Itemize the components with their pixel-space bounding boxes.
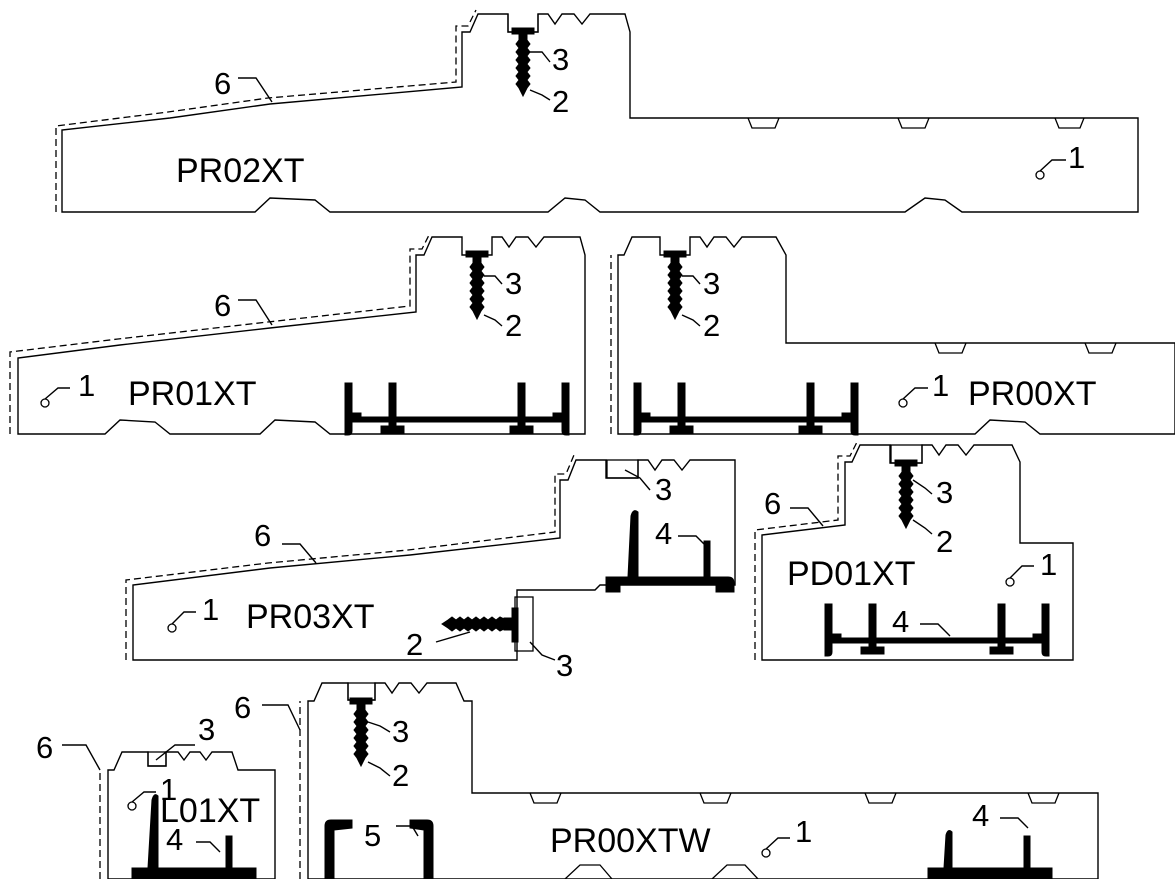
callout-6: 6 bbox=[234, 690, 251, 725]
label-pr03xt: PR03XT bbox=[246, 598, 375, 636]
callout-1: 1 bbox=[932, 368, 949, 403]
label-pr00xt: PR00XT bbox=[968, 375, 1097, 413]
callout-3: 3 bbox=[198, 712, 215, 747]
callout-2: 2 bbox=[936, 524, 953, 559]
callout-3: 3 bbox=[703, 266, 720, 301]
callout-6: 6 bbox=[214, 66, 231, 101]
profile-pr00xtw: PR00XTW 1 3 2 5 4 6 bbox=[234, 682, 1099, 880]
callout-2: 2 bbox=[505, 308, 522, 343]
label-pr02xt: PR02XT bbox=[176, 152, 305, 190]
callout-4: 4 bbox=[166, 822, 183, 857]
profile-pd01xt: PD01XT 1 3 2 4 6 bbox=[754, 439, 1074, 661]
callout-3: 3 bbox=[936, 475, 953, 510]
callout-1: 1 bbox=[202, 592, 219, 627]
profile-pr00xt: PR00XT 1 3 2 bbox=[610, 236, 1175, 436]
label-pr00xtw: PR00XTW bbox=[550, 822, 711, 860]
profile-pr02xt: PR02XT 1 3 2 6 bbox=[55, 9, 1139, 213]
callout-3: 3 bbox=[552, 42, 569, 77]
callout-5: 5 bbox=[364, 818, 381, 853]
callout-3: 3 bbox=[655, 472, 672, 507]
label-pd01xt: PD01XT bbox=[787, 555, 916, 593]
callout-2: 2 bbox=[406, 627, 423, 662]
profile-pr01xt: PR01XT 1 3 2 6 bbox=[9, 232, 586, 436]
callout-1: 1 bbox=[795, 814, 812, 849]
callout-1: 1 bbox=[160, 772, 177, 807]
callout-6: 6 bbox=[764, 486, 781, 521]
callout-3: 3 bbox=[392, 714, 409, 749]
callout-6: 6 bbox=[254, 518, 271, 553]
profile-l01xt: L01XT 1 3 4 6 bbox=[36, 712, 276, 880]
callout-3: 3 bbox=[556, 648, 573, 683]
callout-4: 4 bbox=[972, 798, 989, 833]
callout-1: 1 bbox=[1068, 140, 1085, 175]
callout-1: 1 bbox=[1040, 547, 1057, 582]
profile-pr03xt: PR03XT 1 3 4 2 3 6 bbox=[125, 454, 736, 683]
label-l01xt: L01XT bbox=[160, 792, 260, 830]
callout-1: 1 bbox=[78, 368, 95, 403]
label-pr01xt: PR01XT bbox=[128, 375, 257, 413]
callout-6: 6 bbox=[214, 288, 231, 323]
callout-2: 2 bbox=[703, 308, 720, 343]
callout-4: 4 bbox=[655, 516, 672, 551]
callout-3: 3 bbox=[505, 266, 522, 301]
callout-2: 2 bbox=[392, 758, 409, 793]
callout-2: 2 bbox=[552, 84, 569, 119]
callout-6: 6 bbox=[36, 730, 53, 765]
callout-4: 4 bbox=[892, 604, 909, 639]
